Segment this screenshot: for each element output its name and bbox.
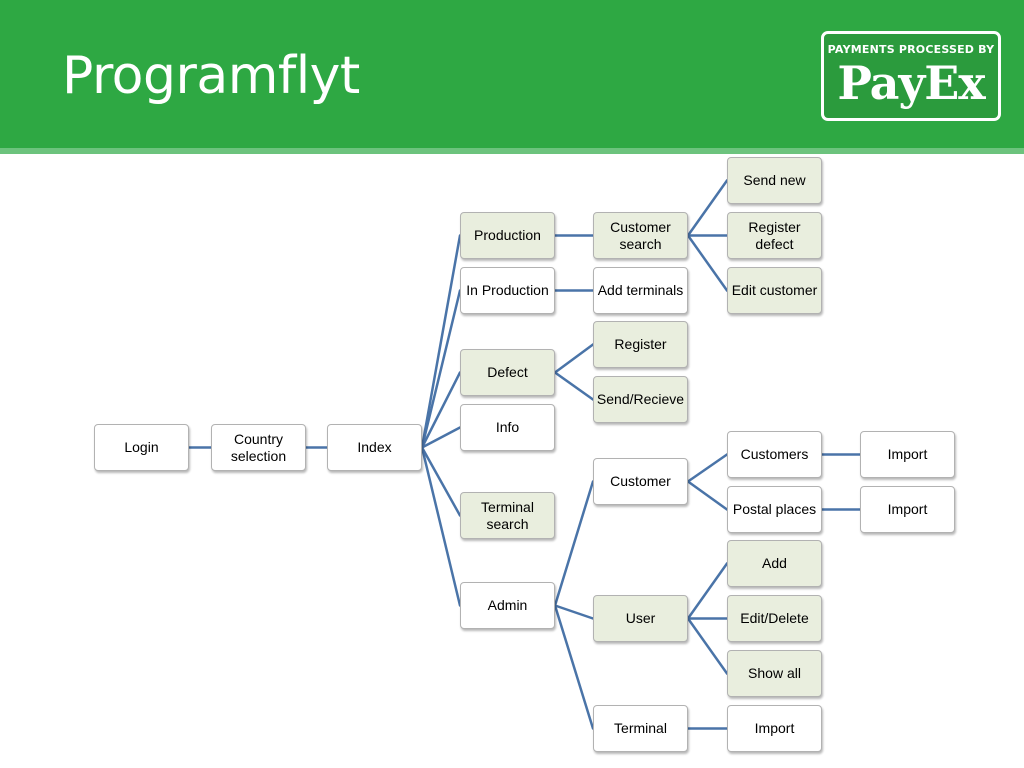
node-in-production: In Production xyxy=(460,267,555,314)
connector-user-to-show_all xyxy=(686,617,729,675)
node-customer-search: Customer search xyxy=(593,212,688,259)
node-send-new: Send new xyxy=(727,157,822,204)
node-customer: Customer xyxy=(593,458,688,505)
node-edit-customer: Edit customer xyxy=(727,267,822,314)
node-customers-label: Customers xyxy=(740,446,809,462)
connector-defect-to-send_recieve xyxy=(553,371,595,401)
node-show-all-label: Show all xyxy=(748,665,801,681)
node-add: Add xyxy=(727,540,822,587)
node-user-label: User xyxy=(625,610,656,626)
connector-customer_search-to-send_new xyxy=(686,179,729,237)
node-terminal-label: Terminal xyxy=(614,720,667,736)
node-postal-places: Postal places xyxy=(727,486,822,533)
node-send-recieve: Send/Recieve xyxy=(593,376,688,423)
connector-index-to-defect xyxy=(420,371,462,449)
node-add-label: Add xyxy=(762,555,787,571)
node-customer-label: Customer xyxy=(610,473,671,489)
node-country-selection: Country selection xyxy=(211,424,306,471)
node-login: Login xyxy=(94,424,189,471)
node-register-defect-label: Register defect xyxy=(748,218,801,252)
node-edit-delete: Edit/Delete xyxy=(727,595,822,642)
connector-index-to-production xyxy=(420,234,462,449)
node-add-terminals: Add terminals xyxy=(593,267,688,314)
node-edit-customer-label: Edit customer xyxy=(731,282,818,298)
node-index: Index xyxy=(327,424,422,471)
connector-customer-to-postal_places xyxy=(686,480,729,511)
node-admin-label: Admin xyxy=(487,597,528,613)
node-send-new-label: Send new xyxy=(743,172,806,188)
connector-admin-to-customer xyxy=(553,480,595,607)
node-show-all: Show all xyxy=(727,650,822,697)
node-country-selection-label: Country selection xyxy=(230,430,287,464)
node-terminal-search-label: Terminal search xyxy=(481,498,534,532)
connector-customer_search-to-edit_customer xyxy=(686,234,729,292)
node-user: User xyxy=(593,595,688,642)
connector-defect-to-register xyxy=(553,343,595,374)
node-info-label: Info xyxy=(495,419,520,435)
connector-customer-to-customers xyxy=(686,453,729,483)
node-terminal-import-label: Import xyxy=(754,720,795,736)
connector-admin-to-user xyxy=(553,604,595,620)
node-terminal-search: Terminal search xyxy=(460,492,555,539)
connector-index-to-terminal_search xyxy=(420,446,462,517)
node-in-production-label: In Production xyxy=(466,282,549,298)
node-login-label: Login xyxy=(124,439,159,455)
node-add-terminals-label: Add terminals xyxy=(597,282,684,298)
node-customers: Customers xyxy=(727,431,822,478)
title-bar-accent-stripe xyxy=(0,148,1024,154)
node-defect: Defect xyxy=(460,349,555,396)
connector-admin-to-terminal xyxy=(553,604,595,730)
connector-index-to-info xyxy=(420,426,462,449)
node-customer-search-label: Customer search xyxy=(610,218,671,252)
node-register-defect: Register defect xyxy=(727,212,822,259)
node-admin: Admin xyxy=(460,582,555,629)
node-defect-label: Defect xyxy=(487,364,528,380)
node-register: Register xyxy=(593,321,688,368)
node-customers-import: Import xyxy=(860,431,955,478)
node-edit-delete-label: Edit/Delete xyxy=(740,610,809,626)
node-production-label: Production xyxy=(474,227,541,243)
node-register-label: Register xyxy=(614,336,667,352)
connector-user-to-add xyxy=(686,562,729,620)
node-postal-places-import-label: Import xyxy=(887,501,928,517)
node-postal-places-label: Postal places xyxy=(732,501,817,517)
logo-brand: PayEx xyxy=(837,56,985,110)
slide-title: Programflyt xyxy=(62,46,360,106)
connector-index-to-admin xyxy=(420,446,462,607)
node-info: Info xyxy=(460,404,555,451)
node-terminal: Terminal xyxy=(593,705,688,752)
connector-index-to-in_production xyxy=(420,289,462,449)
node-production: Production xyxy=(460,212,555,259)
payex-logo: PAYMENTS PROCESSED BY PayEx xyxy=(821,31,1001,121)
node-send-recieve-label: Send/Recieve xyxy=(596,391,685,407)
node-customers-import-label: Import xyxy=(887,446,928,462)
node-terminal-import: Import xyxy=(727,705,822,752)
node-index-label: Index xyxy=(357,439,392,455)
logo-tagline: PAYMENTS PROCESSED BY xyxy=(827,43,995,56)
node-postal-places-import: Import xyxy=(860,486,955,533)
